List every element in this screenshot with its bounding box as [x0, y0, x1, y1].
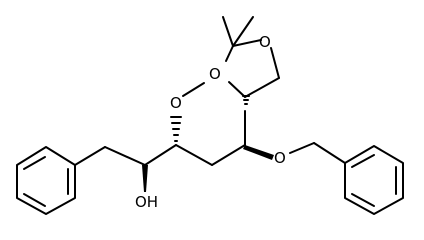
hashed-bond-dioxolane [242, 95, 250, 105]
right-phenyl-inner-bond-3 [351, 193, 375, 207]
dioxolane-oxygen-left-label: O [209, 65, 221, 83]
left-phenyl-inner-bond-1 [23, 156, 46, 170]
ring-bond-c4-c5 [244, 77, 280, 98]
benzyloxy-oxygen-label: O [274, 149, 286, 167]
right-phenyl-ring [344, 145, 404, 215]
structure-diagram: OH O O O O [16, 16, 404, 215]
methoxy-oxygen-label: O [170, 94, 182, 112]
hashed-bond-methoxy [170, 116, 182, 142]
ring-bond-c2-o3 [225, 45, 234, 62]
ring-bond-c5-o1 [270, 47, 280, 79]
dioxolane-ring [222, 16, 280, 98]
hydroxyl-label: OH [135, 193, 158, 211]
bond-o-benzyl-ch2 [289, 142, 315, 154]
right-phenyl-inner-bond-1 [351, 154, 375, 168]
bond-ch2-choh [104, 146, 146, 166]
wedge-bond-benzyloxy [243, 145, 274, 160]
ring-bond-o1-c2 [232, 39, 262, 47]
bond-phenyl-ch2 [74, 146, 106, 166]
bond-benzyl-ch2-phenyl [313, 142, 346, 164]
bond-c2-methyl-1 [222, 16, 234, 47]
dioxolane-oxygen-upper-label: O [259, 33, 271, 51]
bond-choh-chome [144, 144, 177, 166]
bond-c2-methyl-2 [232, 16, 254, 47]
left-phenyl-ring [16, 146, 76, 215]
wedge-bond-hydroxyl [142, 165, 148, 192]
bond-methoxy-methyl [182, 82, 205, 97]
ring-bond-o3-c4 [228, 81, 246, 98]
bond-ch2-chobn [211, 144, 246, 166]
left-phenyl-inner-bond-3 [23, 193, 46, 207]
bond-chome-ch2 [175, 144, 213, 166]
